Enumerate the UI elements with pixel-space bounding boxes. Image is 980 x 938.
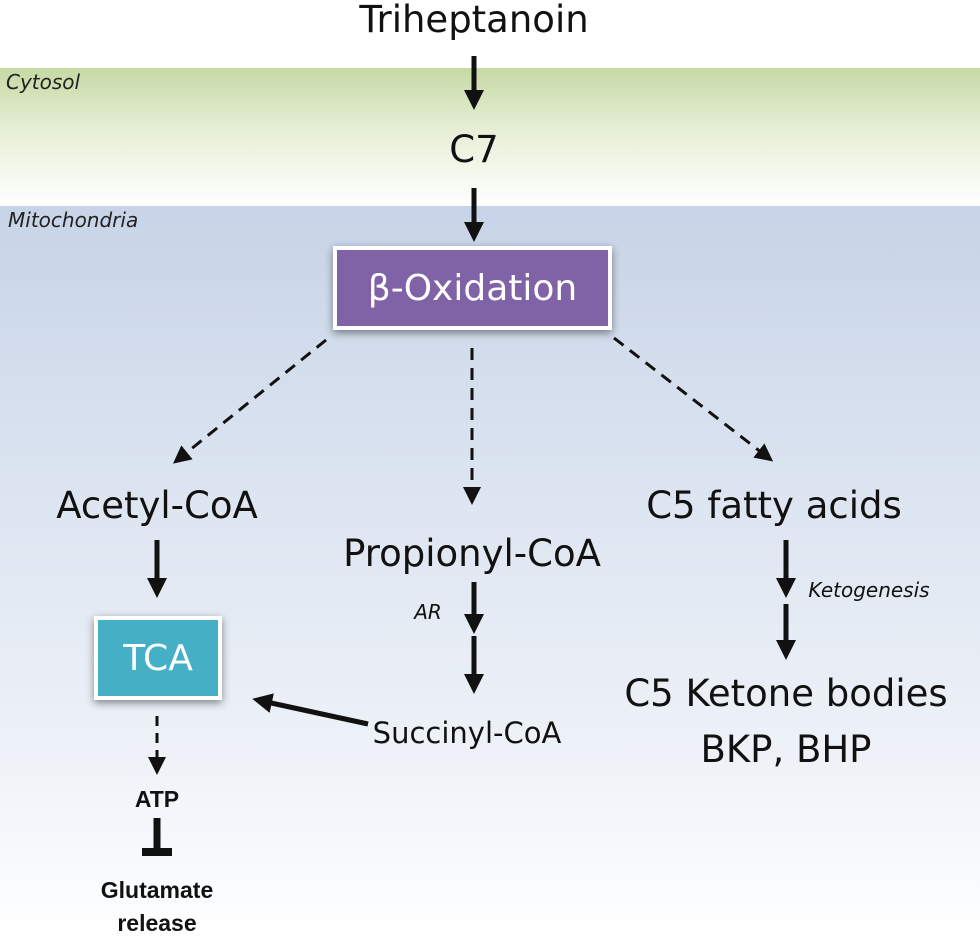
ar-label: AR: [414, 600, 442, 624]
c5-ketone-bodies-label: C5 Ketone bodies: [624, 672, 948, 715]
acetyl-coa-label: Acetyl-CoA: [56, 484, 258, 527]
mitochondria-label: Mitochondria: [8, 208, 139, 232]
ketogenesis-label: Ketogenesis: [808, 578, 930, 602]
atp-label: ATP: [134, 786, 180, 812]
triheptanoin-label: Triheptanoin: [359, 0, 589, 41]
arrow-beta-oxidation-c5-fatty-acids: [613, 336, 774, 462]
propionyl-coa-label: Propionyl-CoA: [343, 532, 601, 575]
bkp-bhp-label: BKP, BHP: [700, 728, 872, 771]
c7-label: C7: [449, 128, 499, 171]
cytosol-label: Cytosol: [6, 70, 81, 94]
arrow-beta-oxidation-acetyl-coa: [173, 338, 327, 464]
tca-box: TCA: [94, 616, 222, 700]
release-label: release: [117, 910, 197, 936]
succinyl-coa-label: Succinyl-CoA: [372, 716, 562, 750]
glutamate-label: Glutamate: [100, 877, 214, 903]
cytosol-region: [0, 68, 980, 206]
c5-fatty-acids-label: C5 fatty acids: [646, 484, 902, 527]
arrow-succinyl-coa-tca: [252, 693, 369, 727]
beta-oxidation-box: β-Oxidation: [333, 246, 612, 330]
